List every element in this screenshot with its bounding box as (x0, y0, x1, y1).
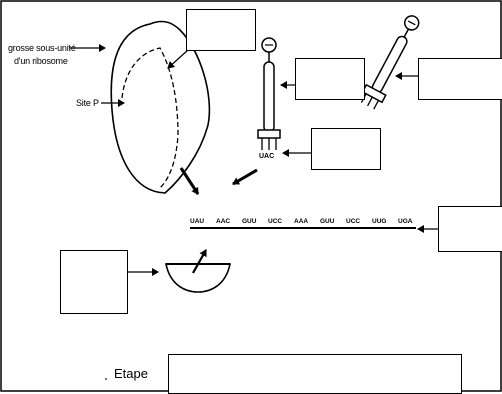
site-p-label: Site P (76, 98, 99, 108)
answer-box-anticodon[interactable] (311, 128, 381, 170)
mrna-codon: AAA (294, 218, 308, 225)
top-box-arrow (168, 50, 188, 68)
mrna-codon: GUU (320, 218, 335, 225)
mrna-codon: AAC (216, 218, 230, 225)
step-dot (105, 378, 107, 380)
svg-text:UAC: UAC (259, 153, 274, 160)
subunit-to-mrna-arrow (181, 168, 198, 194)
answer-box-trna1[interactable] (295, 58, 365, 100)
step-label: Etape (114, 366, 148, 381)
answer-box-trna2[interactable] (418, 58, 502, 100)
mrna-codon: UUG (372, 218, 386, 225)
mrna-codon: GUU (242, 218, 257, 225)
mrna-codon: UCC (268, 218, 282, 225)
answer-box-top[interactable] (186, 9, 256, 51)
large-subunit-label-line1: grosse sous-unité (8, 43, 76, 53)
large-subunit-label-line2: d'un ribosome (14, 56, 68, 66)
mrna-codon: UGA (398, 218, 413, 225)
trna-upright: UAC (258, 38, 280, 160)
trna-to-mrna-arrow (233, 170, 257, 184)
answer-box-step[interactable] (168, 354, 462, 394)
ribosome-small-subunit (166, 264, 230, 292)
answer-box-mrna[interactable] (438, 206, 502, 252)
answer-box-small-subunit[interactable] (60, 250, 128, 314)
mrna-codon: UAU (190, 218, 204, 225)
ribosome-dashed-outline (122, 48, 178, 188)
mrna-codon-group: UAU AAC GUU UCC AAA GUU UCC UUG UGA (190, 218, 413, 225)
trna-tilted (358, 12, 425, 112)
mrna-codon: UCC (346, 218, 360, 225)
